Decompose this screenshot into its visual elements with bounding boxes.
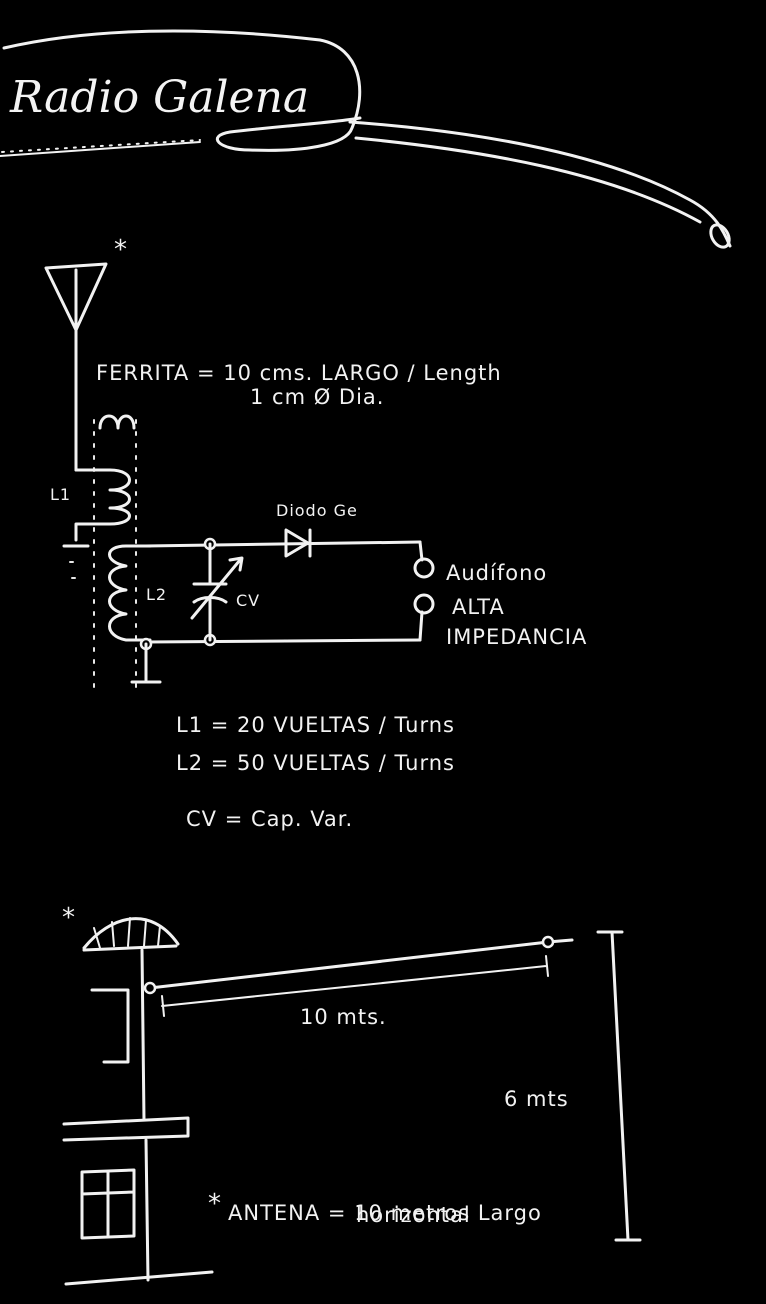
ferrite-rod: [93, 414, 137, 691]
banner-underline: [0, 141, 201, 157]
house-window-upper: [90, 988, 130, 1064]
diode: Diodo Ge: [276, 501, 358, 558]
earphone-bottom-icon: [413, 593, 435, 615]
installation-asterisk: *: [62, 903, 75, 933]
label-l1: L1: [50, 485, 71, 504]
earphone-label-1: Audífono: [446, 561, 547, 585]
antenna-wire-house-end: [143, 981, 157, 995]
tank-circuit: L2 CV: [108, 537, 422, 684]
height-label: 6 mts: [504, 1087, 569, 1111]
roof-tiles: [93, 917, 161, 949]
variable-capacitor-arrow-icon: [190, 556, 244, 620]
antenna-triangle-icon: [44, 262, 108, 332]
earphone: Audífono ALTA IMPEDANCIA: [413, 540, 587, 649]
earphone-top-icon: [413, 557, 435, 579]
height-dimension: [596, 930, 642, 1242]
house-ledge: [62, 1116, 190, 1142]
ground-l2-icon: [130, 642, 162, 684]
ferrite-rod-end: [98, 414, 136, 430]
house-window-lower: [80, 1168, 136, 1240]
house-wall-lower: [144, 1138, 150, 1282]
banner-tail: [348, 120, 732, 248]
roof-eave: [82, 944, 178, 952]
title-text: Radio Galena: [9, 72, 309, 123]
house-wall-upper: [140, 948, 146, 1122]
banner-tail-lower: [354, 136, 702, 224]
footnote-asterisk: *: [208, 1189, 221, 1219]
coil-l2-windings: [108, 544, 152, 642]
banner-shading: [1, 139, 201, 153]
ground-line: [64, 1270, 214, 1286]
ferrite-note-2: 1 cm Ø Dia.: [250, 385, 384, 409]
note-cv: CV = Cap. Var.: [186, 807, 353, 831]
length-label: 10 mts.: [300, 1005, 387, 1029]
footnote-line-2: horizontal: [356, 1203, 471, 1227]
earphone-label-2: ALTA: [452, 595, 505, 619]
banner-tail-loop: [709, 223, 731, 249]
top-rail: [144, 540, 422, 548]
antenna-wire-far-end: [541, 935, 555, 949]
circuit-asterisk: *: [114, 235, 127, 265]
coil-l1-windings: [74, 468, 131, 542]
title-banner: Radio Galena: [0, 29, 732, 249]
antenna-symbol: *: [44, 235, 127, 472]
antenna-installation: * 10 mts. 6 mts * ANTENA = 10 metros Lar…: [62, 903, 642, 1286]
ground-l1-ticks: [69, 561, 83, 579]
footnote-line-1: ANTENA = 10 metros Largo: [228, 1201, 542, 1225]
label-l2: L2: [146, 585, 167, 604]
label-cv: CV: [236, 591, 260, 610]
variable-capacitor-icon: [192, 542, 228, 642]
length-dimension: [161, 955, 549, 1017]
antenna-wire: [148, 938, 574, 990]
earphone-leads: [418, 540, 424, 642]
coil-l1: L1: [50, 468, 131, 579]
diode-icon: [284, 528, 312, 558]
banner-ribbon: [2, 29, 362, 152]
ferrite-note-1: FERRITA = 10 cms. LARGO / Length: [96, 361, 502, 385]
note-l2: L2 = 50 VUELTAS / Turns: [176, 751, 455, 775]
bottom-rail: [144, 638, 422, 644]
label-diode: Diodo Ge: [276, 501, 358, 520]
earphone-label-3: IMPEDANCIA: [446, 625, 587, 649]
note-l1: L1 = 20 VUELTAS / Turns: [176, 713, 455, 737]
